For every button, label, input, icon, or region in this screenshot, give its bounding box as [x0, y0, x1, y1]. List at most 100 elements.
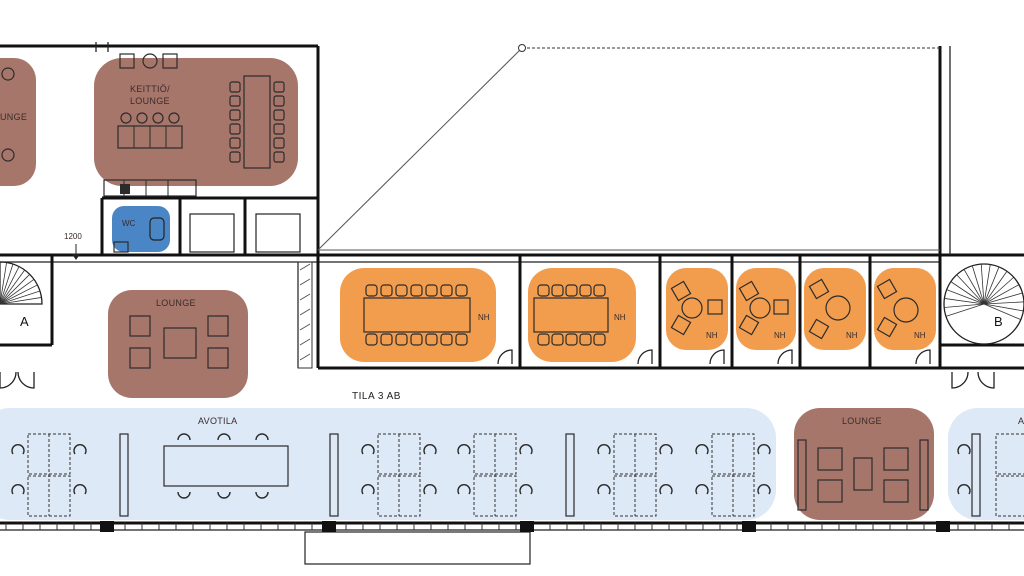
chair — [410, 333, 423, 346]
nh-label-6: NH — [914, 331, 926, 340]
stair-step — [945, 303, 985, 317]
chair — [423, 484, 437, 495]
stair-step — [983, 264, 991, 305]
nh-label-1: NH — [478, 313, 490, 322]
chair — [659, 484, 673, 495]
chair — [380, 284, 393, 297]
doors — [0, 349, 995, 389]
chair — [757, 484, 771, 495]
chair — [565, 333, 578, 346]
chair — [440, 333, 453, 346]
stair-step — [944, 303, 985, 308]
nh-label-4: NH — [774, 331, 786, 340]
open-space: AVOTILA A — [0, 408, 1024, 520]
chair — [519, 444, 533, 455]
nh-label-5: NH — [846, 331, 858, 340]
chair — [957, 444, 971, 455]
chair — [597, 444, 611, 455]
stair-step — [0, 284, 38, 305]
stair-b: B — [943, 263, 1024, 345]
stair-step — [983, 284, 1020, 305]
stair-step — [0, 262, 7, 305]
chair — [273, 81, 285, 93]
chair — [11, 444, 25, 455]
walls — [0, 42, 1024, 565]
facade-column — [100, 521, 114, 532]
dimension-1200: 1200 — [64, 232, 82, 260]
left-lounge-label: UNGE — [0, 112, 27, 122]
nh-label-2: NH — [614, 313, 626, 322]
chair — [273, 109, 285, 121]
chair — [361, 444, 375, 455]
chair — [579, 333, 592, 346]
stair-b-label: B — [994, 314, 1003, 329]
desk — [995, 433, 1024, 475]
chair — [229, 137, 241, 149]
chair — [457, 444, 471, 455]
chair — [425, 284, 438, 297]
divider-panel — [119, 433, 129, 517]
stair-step — [946, 289, 985, 305]
stair-step — [0, 274, 30, 305]
stair-step — [983, 301, 1024, 305]
chair — [457, 484, 471, 495]
chair — [597, 484, 611, 495]
wc-label: WC — [122, 219, 136, 228]
divider-panel — [971, 433, 981, 517]
chair — [695, 444, 709, 455]
chair — [565, 284, 578, 297]
chair — [551, 284, 564, 297]
center-lounge: LOUNGE — [108, 290, 248, 398]
chair — [217, 491, 231, 499]
stair-step — [963, 269, 985, 305]
chair — [73, 484, 87, 495]
chair — [395, 333, 408, 346]
chair — [551, 333, 564, 346]
chair — [537, 333, 550, 346]
chair — [229, 109, 241, 121]
stair-step — [0, 290, 41, 305]
right-lounge-label: LOUNGE — [842, 416, 882, 426]
chair — [957, 484, 971, 495]
facade-column — [322, 521, 336, 532]
chair — [229, 95, 241, 107]
stair-step — [983, 271, 1008, 305]
stair-step — [971, 265, 985, 305]
left-lounge: UNGE — [0, 58, 36, 186]
chair — [255, 491, 269, 499]
stair-a: A — [0, 261, 43, 329]
chair — [410, 284, 423, 297]
stair-step — [0, 263, 14, 305]
chair — [73, 444, 87, 455]
chair — [380, 333, 393, 346]
chair — [229, 81, 241, 93]
facade-column — [520, 521, 534, 532]
stair-step — [0, 297, 42, 305]
chair — [177, 433, 191, 441]
facade-column — [742, 521, 756, 532]
dimension-label: 1200 — [64, 232, 82, 241]
stair-step — [944, 298, 985, 305]
chair — [273, 151, 285, 163]
chair — [579, 284, 592, 297]
chair — [177, 491, 191, 499]
stair-step — [983, 303, 1021, 320]
divider-panel — [329, 433, 339, 517]
stair-step — [983, 303, 1024, 312]
chair — [361, 484, 375, 495]
kitchen-lounge: KEITTIÖ/ LOUNGE — [94, 53, 298, 197]
stair-a-label: A — [20, 314, 29, 329]
chair — [425, 333, 438, 346]
kitchen-label-2: LOUNGE — [130, 96, 170, 106]
stair-step — [0, 266, 20, 305]
right-lounge: LOUNGE — [794, 408, 934, 520]
chair — [659, 444, 673, 455]
stair-step — [0, 269, 26, 305]
stair-step — [983, 292, 1023, 305]
column-hatch — [297, 261, 313, 369]
chair — [229, 151, 241, 163]
meeting-rooms: NH NH NH NH NH NH — [340, 268, 936, 362]
kitchen-label-1: KEITTIÖ/ — [130, 84, 170, 94]
wc-room: WC — [112, 206, 301, 253]
